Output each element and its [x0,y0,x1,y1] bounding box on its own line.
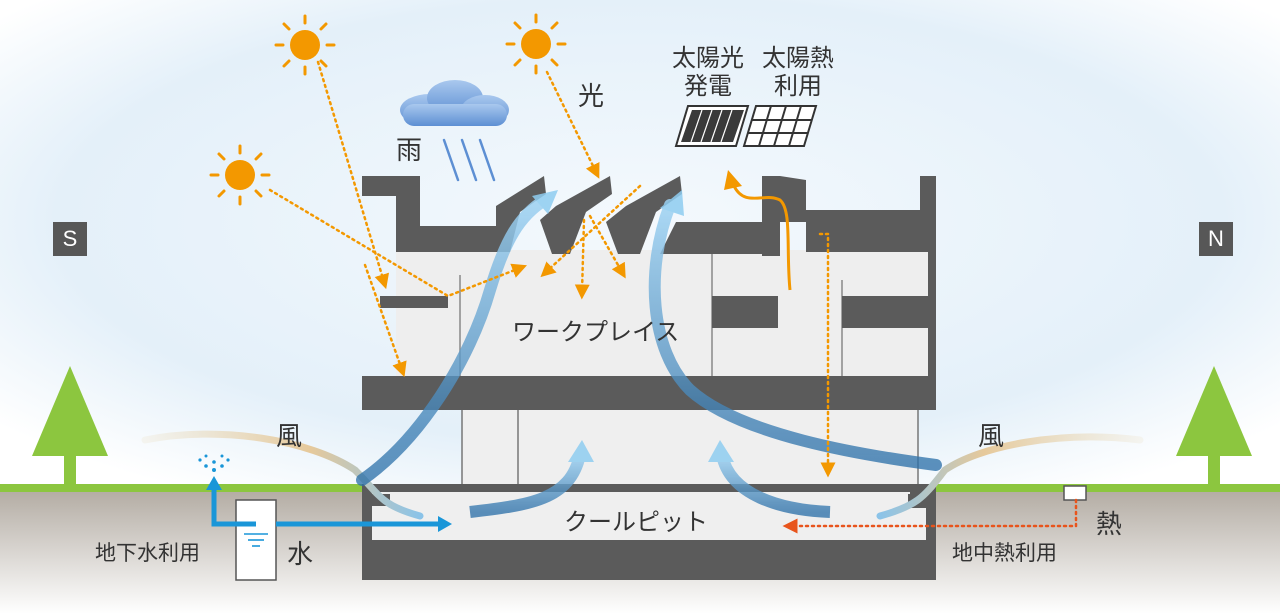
solar-thermal-panel-icon [742,105,818,147]
wind-arrows [356,190,942,518]
water-label: 水 [287,540,314,570]
light-arrows [268,60,836,478]
solar-pv-label-line2: 発電 [684,72,732,100]
north-marker: N [1199,222,1233,256]
exhaust-arrow [732,185,792,291]
groundwater-use-label: 地下水利用 [95,541,200,565]
cloud-icon [400,80,509,126]
sprinkler-icon [198,454,230,472]
north-label: N [1208,226,1224,251]
sun-icon [274,14,336,76]
water-pipe [211,486,256,527]
heat-arrow [782,498,1078,534]
solar-thermal-label: 太陽熱 利用 [756,46,840,98]
wind-right-label: 風 [978,422,1005,452]
wind-left-flow [141,430,424,520]
solar-thermal-label-line1: 太陽熱 [762,44,834,72]
grass-right [936,484,1280,492]
wind-right-flow [876,433,1144,520]
sun-icon [505,13,567,75]
rain-label: 雨 [396,136,423,166]
wind-left-label: 風 [276,422,303,452]
solar-pv-panel-icon [674,105,750,147]
well-icon [235,499,277,581]
solar-thermal-label-line2: 利用 [774,72,822,100]
heat-label: 熱 [1096,510,1123,540]
solar-pv-label: 太陽光 発電 [666,46,750,98]
south-label: S [62,226,78,251]
workplace-label: ワークプレイス [512,318,680,346]
tree-icon [32,366,108,486]
geothermal-use-label: 地中熱利用 [952,541,1057,565]
grass-left [0,484,362,492]
light-label: 光 [578,82,605,112]
rain-icon [442,138,496,182]
south-marker: S [53,222,87,256]
solar-pv-label-line1: 太陽光 [672,44,744,72]
tree-icon [1176,366,1252,486]
geothermal-probe-head [1063,485,1087,501]
cool-pit-label: クールピット [564,508,708,536]
sun-icon [209,144,271,206]
